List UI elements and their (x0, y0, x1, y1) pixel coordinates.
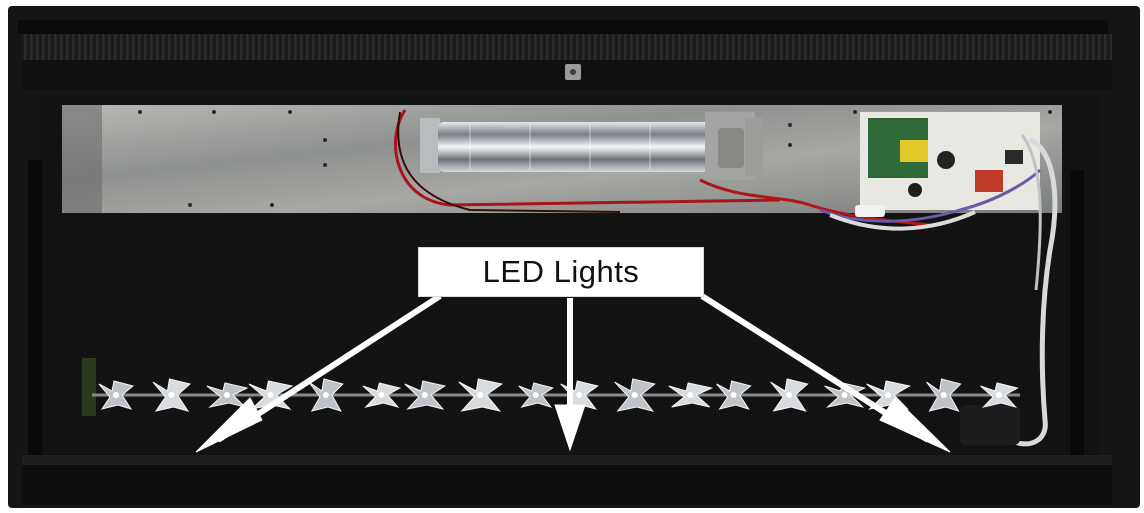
wire-connector (855, 205, 885, 217)
led-bulb (885, 392, 892, 398)
purple-wire (819, 168, 1042, 223)
led-bulb (786, 392, 793, 398)
led-bulb (223, 392, 230, 398)
led-bulb (421, 392, 428, 398)
right-rail (1070, 170, 1084, 460)
led-bulb (576, 392, 583, 398)
fan-bracket-right (745, 118, 763, 176)
arrow-left-head (195, 397, 263, 453)
white-wire-harness (829, 210, 976, 231)
transformer (900, 140, 928, 162)
screw-head (570, 69, 576, 75)
led-reflectors (98, 378, 1019, 412)
led-bulb (113, 392, 119, 398)
led-bulb (322, 392, 329, 398)
led-bulb (532, 392, 539, 398)
led-cable-box (960, 405, 1020, 445)
capacitor (937, 151, 955, 169)
led-bulb (996, 392, 1002, 398)
led-bracket-left (82, 358, 96, 416)
capacitor-small (908, 183, 922, 197)
bottom-frame (22, 465, 1112, 505)
connector (1005, 150, 1023, 164)
top-vent-grille (22, 34, 1112, 60)
led-lights-label: LED Lights (482, 254, 640, 289)
led-bulb (378, 392, 385, 398)
arrow-right-head (879, 397, 951, 453)
plate-shadow (62, 105, 102, 213)
lower-trim (22, 455, 1112, 465)
annotation-arrows (195, 293, 951, 453)
fan-ribs (469, 124, 651, 170)
motor-housing (718, 128, 744, 168)
arrow-center-head (554, 404, 586, 452)
led-bulb (841, 392, 848, 398)
blower-fan (438, 122, 710, 172)
led-bulb (940, 392, 947, 398)
black-wire (397, 111, 621, 213)
side-wire-bundle (1008, 137, 1058, 447)
side-wire (1020, 134, 1042, 291)
fan-bracket-left (420, 118, 440, 173)
led-bulb (631, 392, 638, 398)
led-bulb (168, 392, 175, 398)
led-bulb (477, 392, 484, 398)
annotation-label: LED Lights (418, 247, 704, 297)
led-bulb (687, 392, 694, 398)
relay (975, 170, 1003, 192)
plate-screws (138, 110, 1052, 207)
led-bulb (730, 392, 737, 398)
top-edge (18, 20, 1108, 34)
led-bulb (267, 392, 274, 398)
left-rail (28, 160, 42, 460)
